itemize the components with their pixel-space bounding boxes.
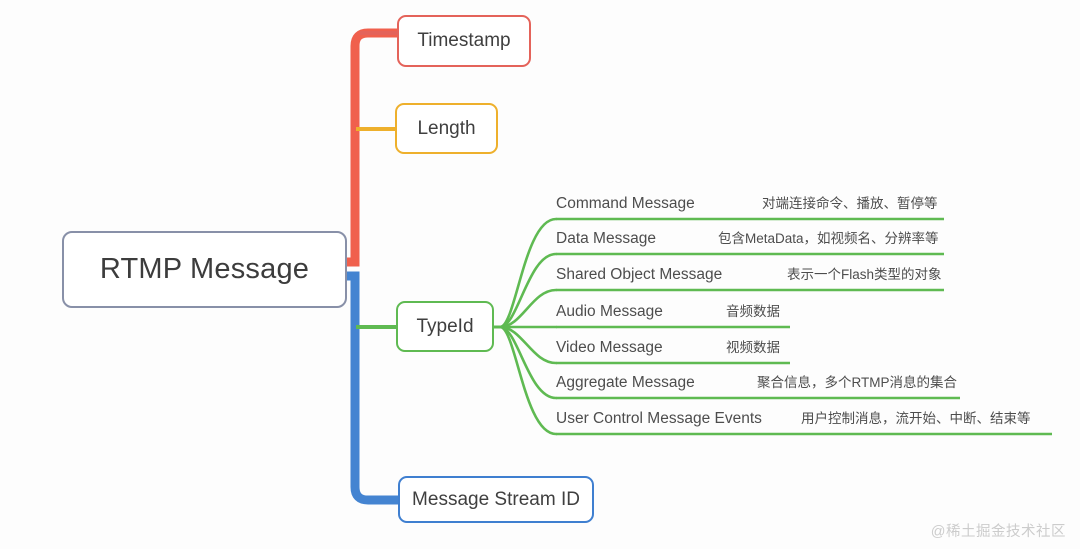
leaf-description: 音频数据 <box>726 304 780 319</box>
leaf-row[interactable]: Command Message 对端连接命令、播放、暂停等 <box>556 189 944 219</box>
leaf-description: 用户控制消息，流开始、中断、结束等 <box>801 411 1031 426</box>
trunk-upper-red <box>347 28 397 267</box>
node-timestamp[interactable]: Timestamp <box>397 15 531 67</box>
leaf-row[interactable]: Video Message 视频数据 <box>556 333 790 363</box>
node-rtmp-message[interactable]: RTMP Message <box>62 231 347 308</box>
watermark: @稀土掘金技术社区 <box>930 524 1066 540</box>
trunk-lower-blue <box>347 271 398 505</box>
leaf-row[interactable]: Audio Message 音频数据 <box>556 297 790 327</box>
leaf-title: Shared Object Message <box>556 266 723 283</box>
leaf-title: Audio Message <box>556 303 663 320</box>
leaf-description: 聚合信息，多个RTMP消息的集合 <box>757 375 958 390</box>
node-length[interactable]: Length <box>395 103 498 154</box>
leaf-description: 视频数据 <box>726 340 780 355</box>
leaf-title: User Control Message Events <box>556 410 762 427</box>
node-message-stream-id[interactable]: Message Stream ID <box>398 476 594 523</box>
leaf-fan-curves <box>498 217 558 436</box>
leaf-title: Video Message <box>556 339 663 356</box>
leaf-description: 对端连接命令、播放、暂停等 <box>762 196 938 211</box>
leaf-title: Command Message <box>556 195 695 212</box>
leaf-description: 包含MetaData，如视频名、分辨率等 <box>718 231 939 246</box>
leaf-row[interactable]: User Control Message Events 用户控制消息，流开始、中断… <box>556 404 1052 434</box>
node-typeid[interactable]: TypeId <box>396 301 494 352</box>
leaf-title: Data Message <box>556 230 656 247</box>
leaf-row[interactable]: Shared Object Message 表示一个Flash类型的对象 <box>556 260 944 290</box>
leaf-row[interactable]: Data Message 包含MetaData，如视频名、分辨率等 <box>556 224 944 254</box>
leaf-description: 表示一个Flash类型的对象 <box>787 267 942 282</box>
leaf-title: Aggregate Message <box>556 374 695 391</box>
leaf-row[interactable]: Aggregate Message 聚合信息，多个RTMP消息的集合 <box>556 368 960 398</box>
